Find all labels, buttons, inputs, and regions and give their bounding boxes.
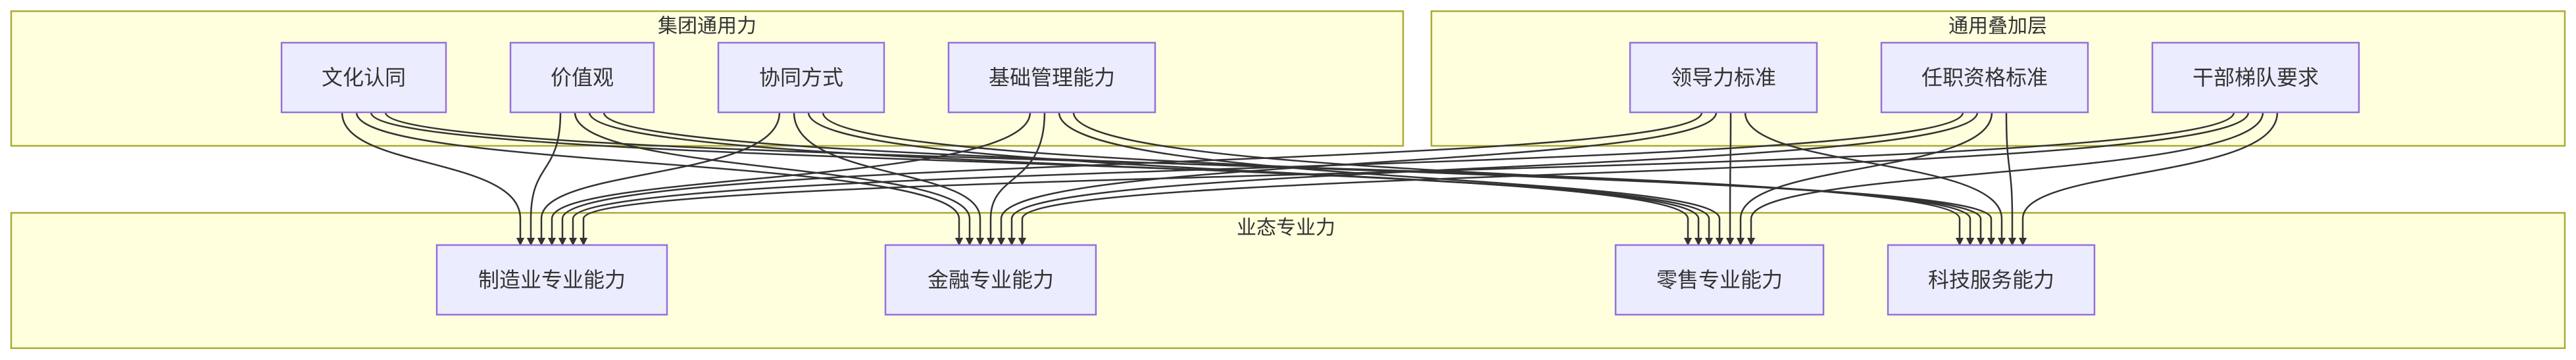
edge-values-to-retail <box>588 112 1703 246</box>
cluster-business-specialty: 业态专业力 <box>10 212 2566 349</box>
node-values-label: 价值观 <box>551 65 614 90</box>
node-culture: 文化认同 <box>280 41 447 114</box>
edge-collab-to-finance <box>793 112 985 246</box>
node-leadership-label: 领导力标准 <box>1671 65 1776 90</box>
node-collab-label: 协同方式 <box>759 65 843 90</box>
edge-pipeline-to-manufacturing <box>579 112 2235 246</box>
edge-basic-to-tech <box>1072 112 1996 246</box>
edge-culture-to-retail <box>370 112 1693 246</box>
edge-culture-to-manufacturing <box>341 112 525 246</box>
edge-pipeline-to-finance <box>1018 112 2250 246</box>
edge-basic-to-manufacturing <box>547 112 1031 246</box>
edges <box>341 112 2279 246</box>
node-collab: 协同方式 <box>717 41 885 114</box>
node-culture-label: 文化认同 <box>322 65 406 90</box>
node-manufacturing: 制造业专业能力 <box>435 244 668 316</box>
edge-qualification-to-tech <box>2005 112 2017 246</box>
edge-leadership-to-manufacturing <box>558 112 1703 246</box>
node-values: 价值观 <box>509 41 655 114</box>
edge-pipeline-to-retail <box>1746 112 2264 246</box>
edge-qualification-to-finance <box>1007 112 1979 246</box>
edge-pipeline-to-tech <box>2018 112 2279 246</box>
node-manufacturing-label: 制造业专业能力 <box>478 267 626 292</box>
node-tech: 科技服务能力 <box>1887 244 2096 316</box>
edge-values-to-manufacturing <box>526 112 562 246</box>
cluster-group-general-title: 集团通用力 <box>658 15 756 38</box>
edge-collab-to-retail <box>807 112 1714 246</box>
node-pipeline: 干部梯队要求 <box>2151 41 2360 114</box>
cluster-group-general: 集团通用力 <box>10 10 1404 147</box>
edge-qualification-to-retail <box>1736 112 1993 246</box>
node-finance-label: 金融专业能力 <box>928 267 1054 292</box>
edge-collab-to-tech <box>822 112 1985 246</box>
cluster-business-specialty-title: 业态专业力 <box>1237 217 1335 240</box>
node-basic-mgmt-label: 基础管理能力 <box>989 65 1115 90</box>
cluster-general-overlay-title: 通用叠加层 <box>1948 15 2047 38</box>
node-qualification-label: 任职资格标准 <box>1921 65 2048 90</box>
edge-culture-to-finance <box>355 112 964 246</box>
node-finance: 金融专业能力 <box>884 244 1097 316</box>
edge-basic-to-retail <box>1058 112 1724 246</box>
edge-basic-to-finance <box>986 112 1046 246</box>
node-retail-label: 零售专业能力 <box>1656 267 1783 292</box>
edge-qualification-to-manufacturing <box>568 112 1964 246</box>
node-leadership: 领导力标准 <box>1629 41 1818 114</box>
edge-leadership-to-retail <box>1725 112 1735 246</box>
edge-values-to-finance <box>574 112 974 246</box>
edge-collab-to-manufacturing <box>537 112 781 246</box>
node-qualification: 任职资格标准 <box>1880 41 2089 114</box>
node-basic-mgmt: 基础管理能力 <box>947 41 1156 114</box>
node-tech-label: 科技服务能力 <box>1928 267 2054 292</box>
node-retail: 零售专业能力 <box>1614 244 1825 316</box>
node-pipeline-label: 干部梯队要求 <box>2192 65 2319 90</box>
